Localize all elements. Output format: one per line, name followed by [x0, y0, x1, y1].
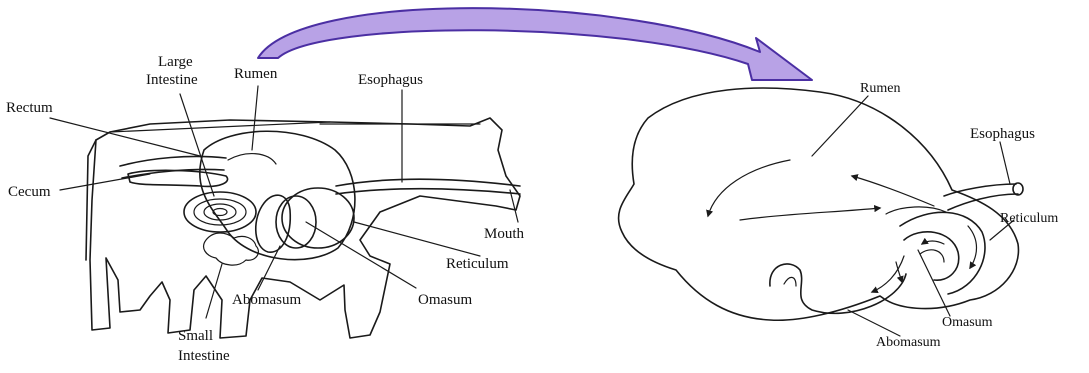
esophagus-tube-right [944, 184, 1018, 210]
label-small-intestine-2: Intestine [178, 348, 230, 364]
abomasum-inner [784, 277, 796, 286]
label-mouth: Mouth [484, 226, 525, 242]
esophagus-tube [336, 179, 520, 194]
label-esophagus-left: Esophagus [358, 72, 423, 88]
label-rumen-right: Rumen [860, 81, 900, 96]
label-reticulum-right: Reticulum [1000, 211, 1058, 226]
omasum-fold [904, 232, 959, 280]
label-esophagus-right: Esophagus [970, 126, 1035, 142]
label-small-intestine-1: Small [178, 328, 213, 344]
curved-arrow-shape [258, 8, 812, 80]
rumen-sac [619, 88, 1019, 320]
rectum-tube [120, 156, 226, 178]
cow-diagram: Large Intestine Rumen Esophagus Rectum C… [6, 54, 525, 364]
label-large-intestine-1: Large [158, 54, 193, 70]
label-abomasum-left: Abomasum [232, 292, 301, 308]
label-omasum-left: Omasum [418, 292, 472, 308]
back-line [110, 122, 330, 132]
label-rectum: Rectum [6, 100, 53, 116]
label-abomasum-right: Abomasum [876, 335, 941, 350]
label-rumen-left: Rumen [234, 66, 278, 82]
cecum-organ [128, 170, 228, 186]
label-omasum-right: Omasum [942, 315, 993, 330]
flow-arrows [708, 160, 977, 292]
label-cecum: Cecum [8, 184, 51, 200]
abomasum-fold [770, 264, 906, 313]
reticulum-fold [900, 212, 985, 294]
rumen-fold [228, 154, 276, 164]
stomach-diagram: Rumen Esophagus Reticulum Omasum Abomasu… [619, 81, 1059, 350]
large-intestine-spiral [184, 192, 256, 232]
label-large-intestine-2: Intestine [146, 72, 198, 88]
transition-arrow [258, 8, 812, 80]
label-reticulum-left: Reticulum [446, 256, 509, 272]
